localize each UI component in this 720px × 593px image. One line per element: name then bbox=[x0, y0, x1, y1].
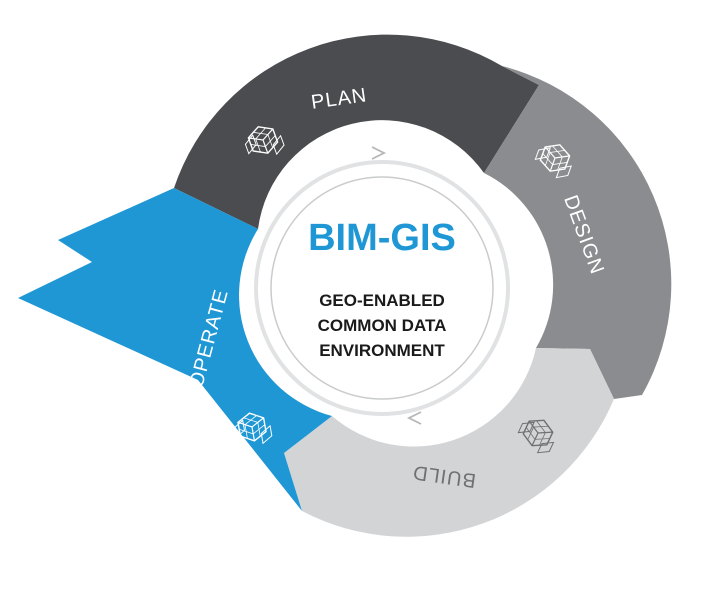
plan-segment bbox=[174, 34, 539, 230]
center-subtitle-line-1: GEO-ENABLED bbox=[319, 291, 445, 310]
center-title: BIM-GIS bbox=[308, 217, 456, 259]
center-disc bbox=[254, 160, 510, 416]
operate-segment bbox=[18, 188, 332, 511]
design-segment bbox=[484, 66, 672, 399]
center-subtitle-line-2: COMMON DATA bbox=[318, 316, 447, 335]
build-segment bbox=[284, 348, 614, 537]
arrow-top-icon bbox=[371, 146, 387, 160]
arrow-bottom-icon bbox=[406, 411, 422, 425]
inner-cycle-ring bbox=[270, 176, 494, 400]
center-subtitle-line-3: ENVIRONMENT bbox=[319, 341, 445, 360]
